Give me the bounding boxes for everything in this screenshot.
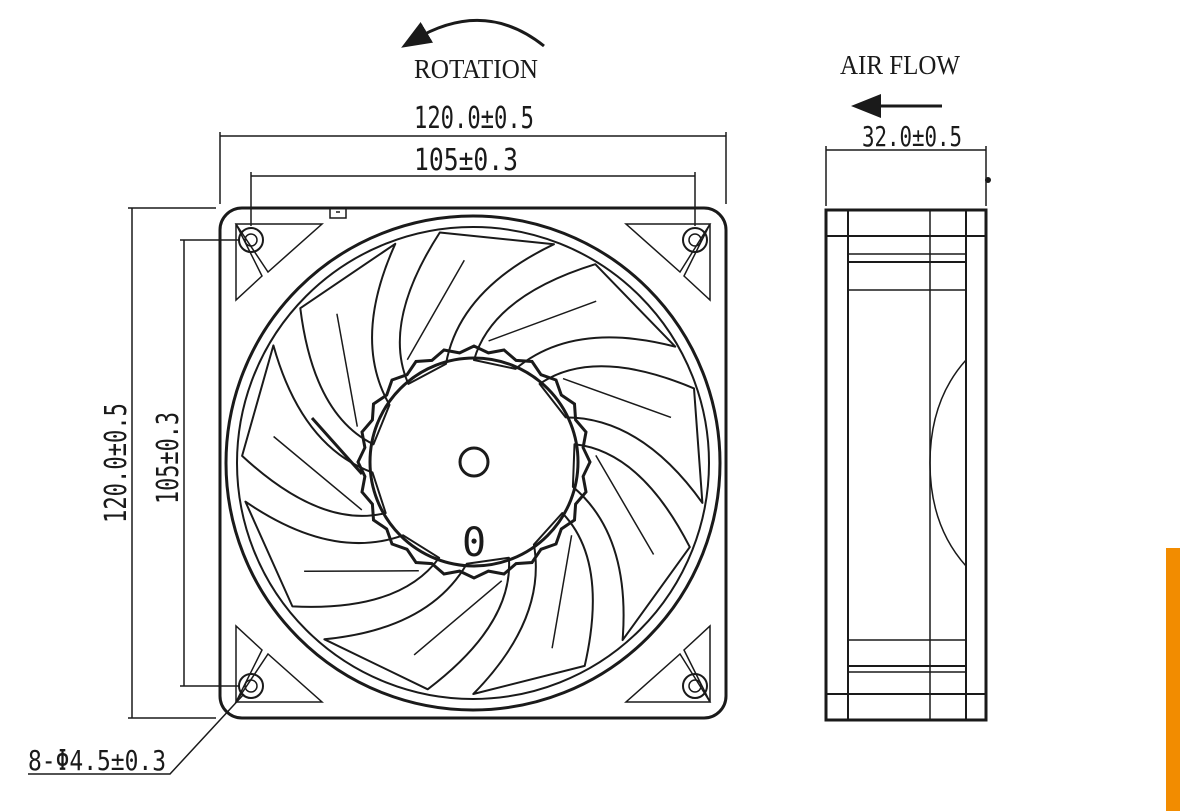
impeller-blade [299,242,397,446]
accent-bar [1166,548,1180,811]
impeller-blade-rib [406,259,465,361]
fan-frame [218,206,728,720]
impeller-blade [472,512,594,695]
impeller-blades [241,231,704,695]
dimension-holes-label: 8-Φ4.5±0.3 [28,744,166,777]
airflow-indicator: AIR FLOW [840,50,960,118]
hub-mark-label: 0 [462,520,486,566]
side-frame-outline [824,208,988,722]
airflow-label: AIR FLOW [840,50,960,80]
dimension-height-holes-label: 105±0.3 [151,412,186,504]
frame-tab [329,208,347,219]
dimension-width-holes: 105±0.3 [250,143,696,226]
impeller-blade-rib [273,435,363,511]
dimension-height-overall-label: 120.0±0.5 [99,403,134,523]
impeller-blade [323,556,511,691]
impeller-blade [241,344,387,517]
rotation-arrow-icon [401,18,545,48]
mounting-hole-top-left [238,227,264,253]
mounting-holes [238,227,708,699]
dimension-width-holes-label: 105±0.3 [414,143,518,178]
impeller-blade [398,231,555,385]
impeller-blade-rib [336,313,359,427]
impeller-hub: 0 [356,344,592,580]
mounting-hole-bottom-left [238,673,264,699]
dimension-height-holes: 105±0.3 [151,239,240,687]
dimension-depth-label: 32.0±0.5 [862,120,962,153]
hub-center-hole [458,446,490,478]
impeller-blade-rib [562,377,672,419]
front-view: 0 [218,206,728,720]
rotation-indicator: ROTATION [401,18,545,84]
impeller-blade [473,263,677,370]
impeller-blade-rib [488,300,597,342]
impeller-blade-rib [595,455,655,555]
impeller-blade-rib [413,580,503,656]
frame-venturi-inner [236,226,710,700]
lead-wire [310,417,364,475]
dimension-width-overall-label: 120.0±0.5 [414,101,534,136]
frame-corner-struts [234,223,712,703]
dimension-height-overall: 120.0±0.5 [99,207,216,719]
impeller-blade [538,365,704,504]
impeller-blade [244,500,441,608]
dimension-width-overall: 120.0±0.5 [219,101,727,204]
side-hub-curve [929,359,967,567]
impeller-blade [571,443,691,642]
side-view: 32.0±0.5 AIR FLOW [824,50,991,722]
impeller-blade-rib [551,535,573,649]
dimension-holes-callout: 8-Φ4.5±0.3 [28,693,245,777]
mounting-hole-bottom-right [682,673,708,699]
impeller-blade-rib [304,570,419,573]
dimension-depth: 32.0±0.5 [825,120,991,206]
frame-venturi-outer [224,214,722,712]
rotation-label: ROTATION [414,54,538,84]
mounting-hole-top-right [682,227,708,253]
